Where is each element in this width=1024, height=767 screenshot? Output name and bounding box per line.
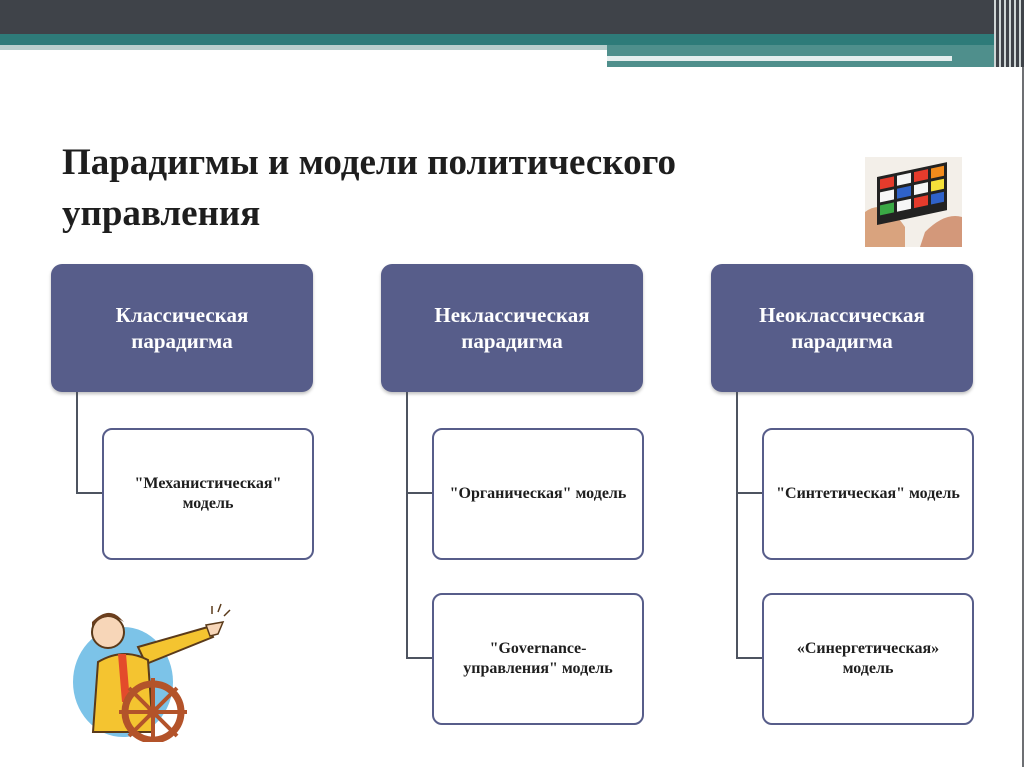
captain-steering-wheel-image [68, 592, 233, 742]
model-box-mechanistic: "Механистическая" модель [102, 428, 314, 560]
model-label: "Governance-управления" модель [463, 640, 613, 677]
model-box-synergetic: «Синергетическая» модель [762, 593, 974, 725]
model-box-synthetic: "Синтетическая" модель [762, 428, 974, 560]
connector-line [736, 657, 763, 659]
header-band-teal [0, 34, 1024, 45]
model-label: "Синтетическая" модель [776, 485, 960, 502]
model-label: "Органическая" модель [449, 485, 627, 502]
connector-line [406, 657, 433, 659]
slide-right-edge [1022, 67, 1024, 767]
paradigm-label: Неклассическая парадигма [434, 303, 590, 353]
header-stripe-decoration [994, 0, 1024, 67]
paradigm-label: Классическая парадигма [115, 303, 249, 353]
paradigm-box-classical: Классическая парадигма [51, 264, 313, 392]
model-box-governance: "Governance-управления" модель [432, 593, 644, 725]
connector-line [736, 492, 763, 494]
paradigm-label: Неоклассическая парадигма [759, 303, 925, 353]
connector-line [736, 392, 738, 659]
model-label: «Синергетическая» модель [796, 640, 940, 677]
connector-line [76, 492, 103, 494]
model-label: "Механистическая" модель [134, 475, 282, 512]
slide-title: Парадигмы и модели политического управле… [62, 142, 677, 234]
header-band-highlight [607, 56, 952, 61]
paradigm-box-neoclassical: Неоклассическая парадигма [711, 264, 973, 392]
connector-line [76, 392, 78, 494]
connector-line [406, 392, 408, 659]
rubiks-cube-image [865, 157, 962, 247]
paradigm-box-nonclassical: Неклассическая парадигма [381, 264, 643, 392]
model-box-organic: "Органическая" модель [432, 428, 644, 560]
header-band-dark [0, 0, 1024, 34]
connector-line [406, 492, 433, 494]
header-band-light [0, 45, 607, 50]
